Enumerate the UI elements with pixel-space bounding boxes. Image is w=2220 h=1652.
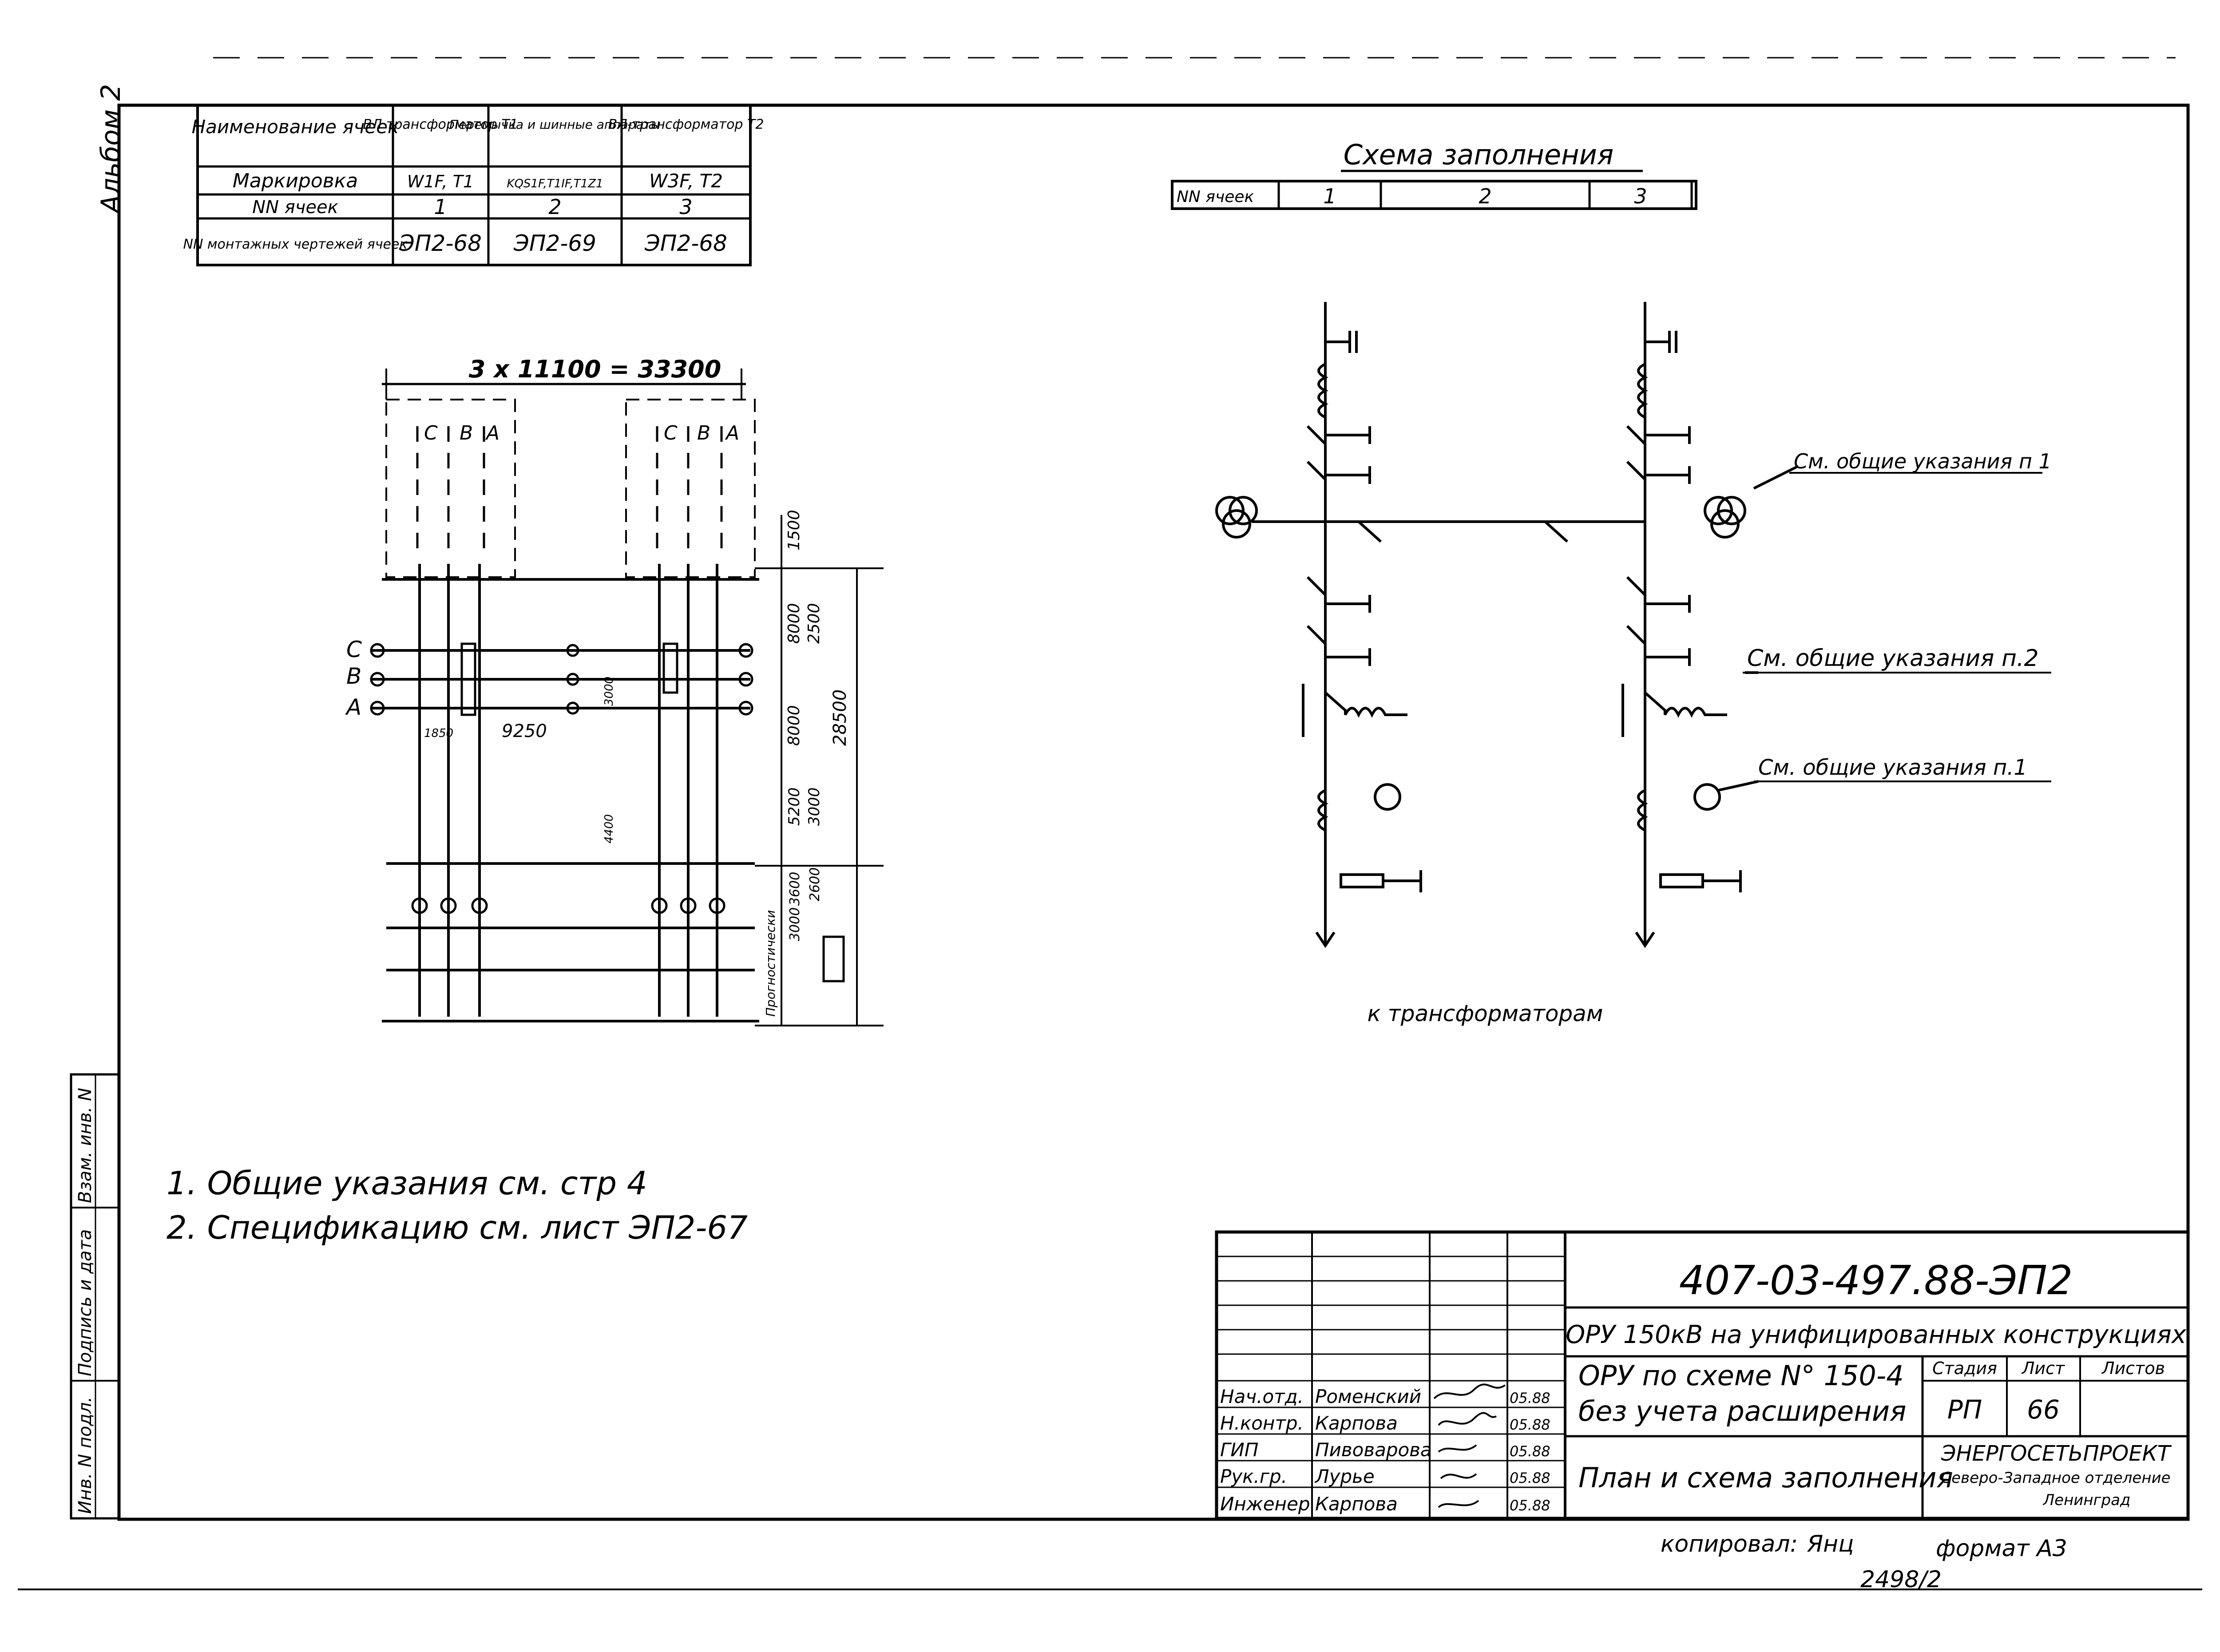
bus-label-c: C xyxy=(346,637,362,662)
bus-label-b: B xyxy=(346,663,361,689)
album-label: Альбом 2 xyxy=(95,84,127,215)
sig-role-1: Нач.отд. xyxy=(1220,1386,1304,1407)
sheet-frame xyxy=(117,103,2190,1521)
sig-role-2: Н.контр. xyxy=(1220,1412,1304,1434)
plan-dim-1850: 1850 xyxy=(424,727,453,740)
scheme-cells-label: NN ячеек xyxy=(1177,188,1254,206)
row-drawings-2: ЭП2-69 xyxy=(513,230,596,256)
sig-name-4: Лурье xyxy=(1314,1466,1375,1487)
sheet-title: План и схема заполнения xyxy=(1578,1462,1953,1494)
table-col-1: ВЛ трансформатор T1 xyxy=(363,117,518,132)
title-block: 407-03-497.88-ЭП2 ОРУ 150кВ на унифициро… xyxy=(1215,1230,2190,1520)
plan-dim-4400: 4400 xyxy=(603,814,616,844)
plan-phase-a1: A xyxy=(485,422,500,444)
plan-dim-3000b: 3000 xyxy=(787,907,803,941)
stamp-replace-label: Взам. инв. N xyxy=(75,1088,95,1203)
row-cells-2: 2 xyxy=(548,195,561,219)
plan-dim-5200: 5200 xyxy=(785,787,803,826)
scheme-cell-1: 1 xyxy=(1323,184,1336,208)
sheet-value: 66 xyxy=(2027,1394,2060,1425)
plan-dim-8000b: 8000 xyxy=(785,705,803,746)
scheme-bottom-label: к трансформаторам xyxy=(1367,1001,1603,1026)
plan-drawing: 3 x 11100 = 33300 C B A C B A xyxy=(345,355,884,1026)
sig-name-3: Пивоварова xyxy=(1315,1439,1432,1461)
plan-phase-b1: B xyxy=(460,422,473,444)
stage-value: РП xyxy=(1947,1394,1982,1425)
plan-phase-c2: C xyxy=(664,422,678,444)
sig-date-5: 05.88 xyxy=(1510,1497,1550,1514)
plan-dim-3600: 3600 xyxy=(787,872,803,906)
org-line2: Северо-Западное отделение xyxy=(1941,1469,2170,1487)
side-stamp: Инв. N подл. Подпись и дата Взам. инв. N xyxy=(70,1073,120,1520)
plan-dim-3000: 3000 xyxy=(805,787,823,826)
plan-dim-2500: 2500 xyxy=(805,603,823,644)
scheme-cell-3: 3 xyxy=(1634,184,1647,208)
copied-label: копировал: xyxy=(1661,1531,1798,1557)
plan-dim-9250: 9250 xyxy=(502,721,547,741)
format-label: формат А3 xyxy=(1936,1535,2067,1562)
sig-date-2: 05.88 xyxy=(1510,1416,1550,1433)
stamp-sign-label: Подпись и дата xyxy=(75,1229,95,1376)
sig-date-3: 05.88 xyxy=(1510,1443,1550,1460)
sig-name-5: Карпова xyxy=(1315,1493,1398,1515)
row-label-drawings: NN монтажных чертежей ячеек xyxy=(183,237,408,252)
sig-date-4: 05.88 xyxy=(1510,1470,1550,1486)
doc-code: 407-03-497.88-ЭП2 xyxy=(1679,1257,2073,1304)
sig-date-1: 05.88 xyxy=(1510,1390,1550,1406)
plan-dim-2600: 2600 xyxy=(807,868,823,901)
plan-note-vertical: Прогностически xyxy=(763,910,778,1017)
org-line1: ЭНЕРГОСЕТЬПРОЕКТ xyxy=(1941,1441,2172,1466)
sig-name-1: Роменский xyxy=(1315,1386,1421,1407)
sig-role-5: Инженер xyxy=(1220,1493,1310,1515)
scheme-cell-2: 2 xyxy=(1479,184,1491,208)
sig-role-3: ГИП xyxy=(1220,1439,1258,1461)
row-marking-2: KQS1F,T1IF,T1Z1 xyxy=(507,177,603,190)
signature-marks xyxy=(1433,1383,1506,1508)
table-col-3: ВЛ-трансформатор T2 xyxy=(608,117,764,132)
general-note-2: 2. Спецификацию см. лист ЭП2-67 xyxy=(166,1209,748,1246)
scheme-title: Схема заполнения xyxy=(1344,139,1613,171)
scheme-note-2: См. общие указания п.2 xyxy=(1747,645,2039,672)
row-drawings-1: ЭП2-68 xyxy=(399,230,482,256)
general-note-1: 1. Общие указания см. стр 4 xyxy=(166,1165,647,1202)
plan-dim-3000c: 3000 xyxy=(603,677,616,706)
bus-label-a: A xyxy=(345,694,361,720)
row-marking-3: W3F, T2 xyxy=(649,170,723,192)
plan-phase-c1: C xyxy=(424,422,438,444)
plan-phase-b2: B xyxy=(697,422,710,444)
scheme-note-1: См. общие указания п 1 xyxy=(1794,449,2052,473)
cells-table: Наименование ячеек ВЛ трансформатор T1 П… xyxy=(183,104,764,266)
scheme-note-3: См. общие указания п.1 xyxy=(1758,755,2027,780)
subtitle-line1: ОРУ по схеме N° 150-4 xyxy=(1578,1359,1904,1392)
row-drawings-3: ЭП2-68 xyxy=(644,230,727,256)
row-marking-1: W1F, T1 xyxy=(407,172,474,191)
stage-header: Стадия xyxy=(1932,1359,1997,1378)
copied-sign: Янц xyxy=(1807,1531,1854,1557)
plan-dim-8000a: 8000 xyxy=(785,603,803,644)
stamp-inv-label: Инв. N подл. xyxy=(75,1397,95,1514)
subtitle-line2: без учета расширения xyxy=(1578,1395,1906,1427)
row-cells-3: 3 xyxy=(679,195,692,219)
table-col-header: Наименование ячеек xyxy=(192,116,399,138)
scheme-drawing: Схема заполнения NN ячеек 1 2 3 xyxy=(1171,139,2052,1026)
plan-phase-a2: A xyxy=(725,422,739,444)
org-line3: Ленинград xyxy=(2042,1491,2131,1509)
project-title: ОРУ 150кВ на унифицированных конструкция… xyxy=(1566,1320,2187,1349)
sig-name-2: Карпова xyxy=(1315,1412,1398,1434)
sheets-header: Листов xyxy=(2101,1359,2165,1378)
plan-dim-1500: 1500 xyxy=(785,510,803,551)
plan-dim-28500: 28500 xyxy=(830,689,850,746)
sheet-header: Лист xyxy=(2021,1359,2065,1378)
plan-dimension-top: 3 x 11100 = 33300 xyxy=(469,355,722,383)
archive-number: 2498/2 xyxy=(1860,1566,1942,1593)
row-label-marking: Маркировка xyxy=(233,170,358,192)
row-cells-1: 1 xyxy=(434,195,447,219)
sig-role-4: Рук.гр. xyxy=(1220,1466,1287,1487)
row-label-cells: NN ячеек xyxy=(252,197,338,218)
table-col-2: Перемычка и шинные аппараты xyxy=(449,117,661,132)
